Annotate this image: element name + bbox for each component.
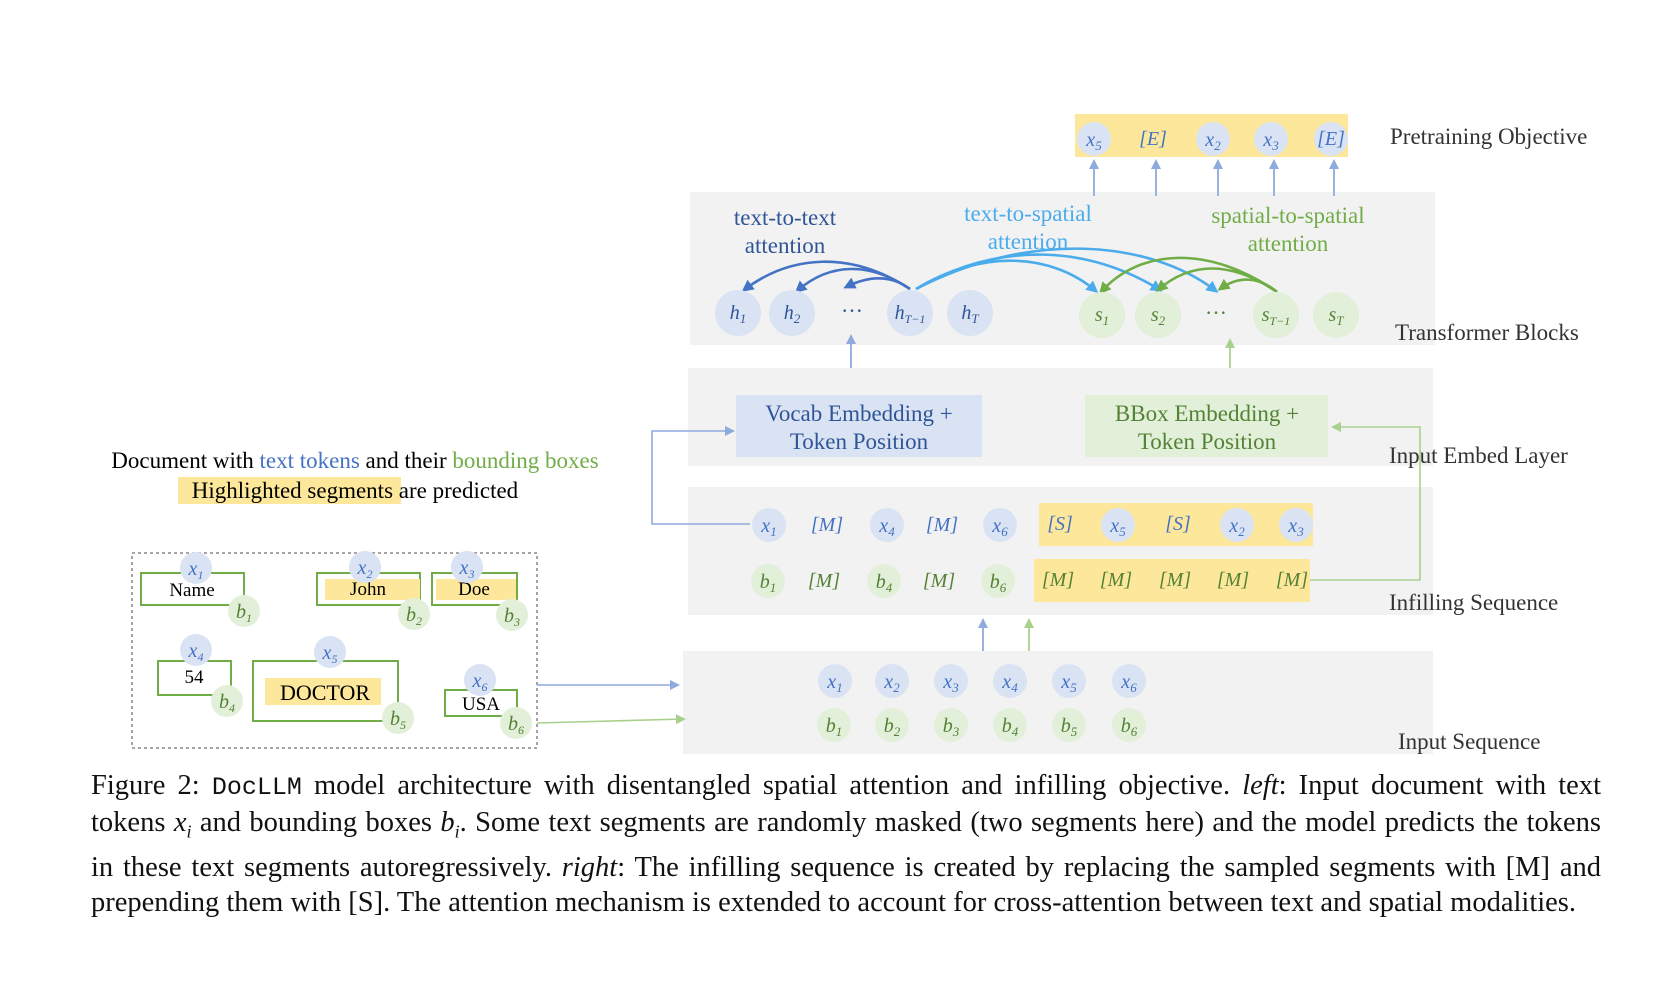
infill-text-tokens: x1 [M] x4 [M] x6 [S] x5 [S] x2 x3 — [752, 508, 1313, 542]
embed-label: Input Embed Layer — [1389, 443, 1568, 468]
input-text-tokens: x1 x2 x3 x4 x5 x6 — [818, 664, 1146, 698]
doc-title: Document with text tokens and their boun… — [111, 448, 598, 473]
svg-text:[M]: [M] — [808, 570, 840, 592]
t2t-label-1: text-to-text — [734, 205, 837, 230]
svg-text:Doe: Doe — [458, 579, 490, 600]
bbox-row-connector — [1308, 422, 1421, 581]
svg-text:[E]: [E] — [1317, 128, 1345, 150]
doc-subtitle-highlight — [178, 477, 401, 504]
svg-text:USA: USA — [462, 694, 500, 715]
infill-text-highlight — [1039, 503, 1313, 546]
svg-text:···: ··· — [841, 298, 863, 323]
svg-text:54: 54 — [185, 667, 205, 688]
doc-text-tokens: x1 x2 x3 x4 x5 x6 — [180, 551, 496, 696]
s2s-label-1: spatial-to-spatial — [1211, 203, 1364, 228]
svg-text:[M]: [M] — [1159, 569, 1191, 591]
infilling-label: Infilling Sequence — [1389, 590, 1558, 615]
svg-text:[E]: [E] — [1139, 128, 1167, 150]
architecture-diagram: x5 [E] x2 x3 [E] Pretraining Objective t… — [111, 114, 1587, 754]
svg-text:[M]: [M] — [1217, 569, 1249, 591]
svg-text:Name: Name — [169, 580, 214, 601]
t2t-label-2: attention — [745, 233, 826, 258]
infill-bbox-highlight — [1034, 559, 1310, 602]
text-row-connector — [651, 426, 750, 525]
svg-text:[S]: [S] — [1047, 513, 1073, 535]
s2s-label-2: attention — [1248, 231, 1329, 256]
svg-text:···: ··· — [1205, 300, 1227, 325]
svg-text:John: John — [350, 579, 386, 600]
pretraining-tokens: x5 [E] x2 x3 [E] — [1077, 122, 1348, 156]
input-bbox-tokens: b1 b2 b3 b4 b5 b6 — [817, 708, 1146, 742]
transformer-panel — [690, 192, 1435, 345]
pretraining-arrows — [1089, 159, 1339, 196]
svg-text:[S]: [S] — [1165, 513, 1191, 535]
vocab-embedding-line2: Token Position — [790, 429, 929, 454]
input-panel — [683, 651, 1433, 754]
doc-bbox-tokens: b1 b2 b3 b4 b5 b6 — [211, 595, 532, 739]
svg-text:[M]: [M] — [926, 514, 958, 536]
transformer-label: Transformer Blocks — [1395, 320, 1579, 345]
vocab-embedding-box — [736, 395, 982, 457]
transformer-h-tokens: h1 h2 ··· hT−1 hT — [715, 290, 993, 336]
spatial-to-spatial-arcs — [1099, 256, 1278, 295]
text-to-text-arcs — [741, 260, 911, 293]
vocab-embedding-line1: Vocab Embedding + — [765, 401, 953, 426]
doc-subtitle: Highlighted segments are predicted — [192, 478, 519, 503]
bbox-embedding-line1: BBox Embedding + — [1115, 401, 1299, 426]
pretraining-label: Pretraining Objective — [1390, 124, 1587, 149]
bbox-embedding-line2: Token Position — [1138, 429, 1277, 454]
svg-text:[M]: [M] — [811, 514, 843, 536]
t2s-label-1: text-to-spatial — [964, 201, 1092, 226]
word-boxes: Name John Doe 54 DOCTOR USA — [140, 572, 518, 722]
transformer-s-tokens: s1 s2 ··· sT−1 sT — [1079, 292, 1359, 338]
svg-text:[M]: [M] — [1276, 569, 1308, 591]
doc-to-input-bbox-arrow — [536, 714, 686, 725]
infill-bbox-tokens: b1 [M] b4 [M] b6 [M] [M] [M] [M] [M] — [751, 564, 1308, 598]
input-label: Input Sequence — [1398, 729, 1540, 754]
svg-text:[M]: [M] — [923, 570, 955, 592]
svg-text:[M]: [M] — [1042, 569, 1074, 591]
svg-text:[M]: [M] — [1100, 569, 1132, 591]
svg-text:DOCTOR: DOCTOR — [280, 680, 370, 705]
figure-caption: Figure 2: DocLLM model architecture with… — [91, 770, 1601, 918]
bbox-embedding-box — [1085, 395, 1328, 457]
